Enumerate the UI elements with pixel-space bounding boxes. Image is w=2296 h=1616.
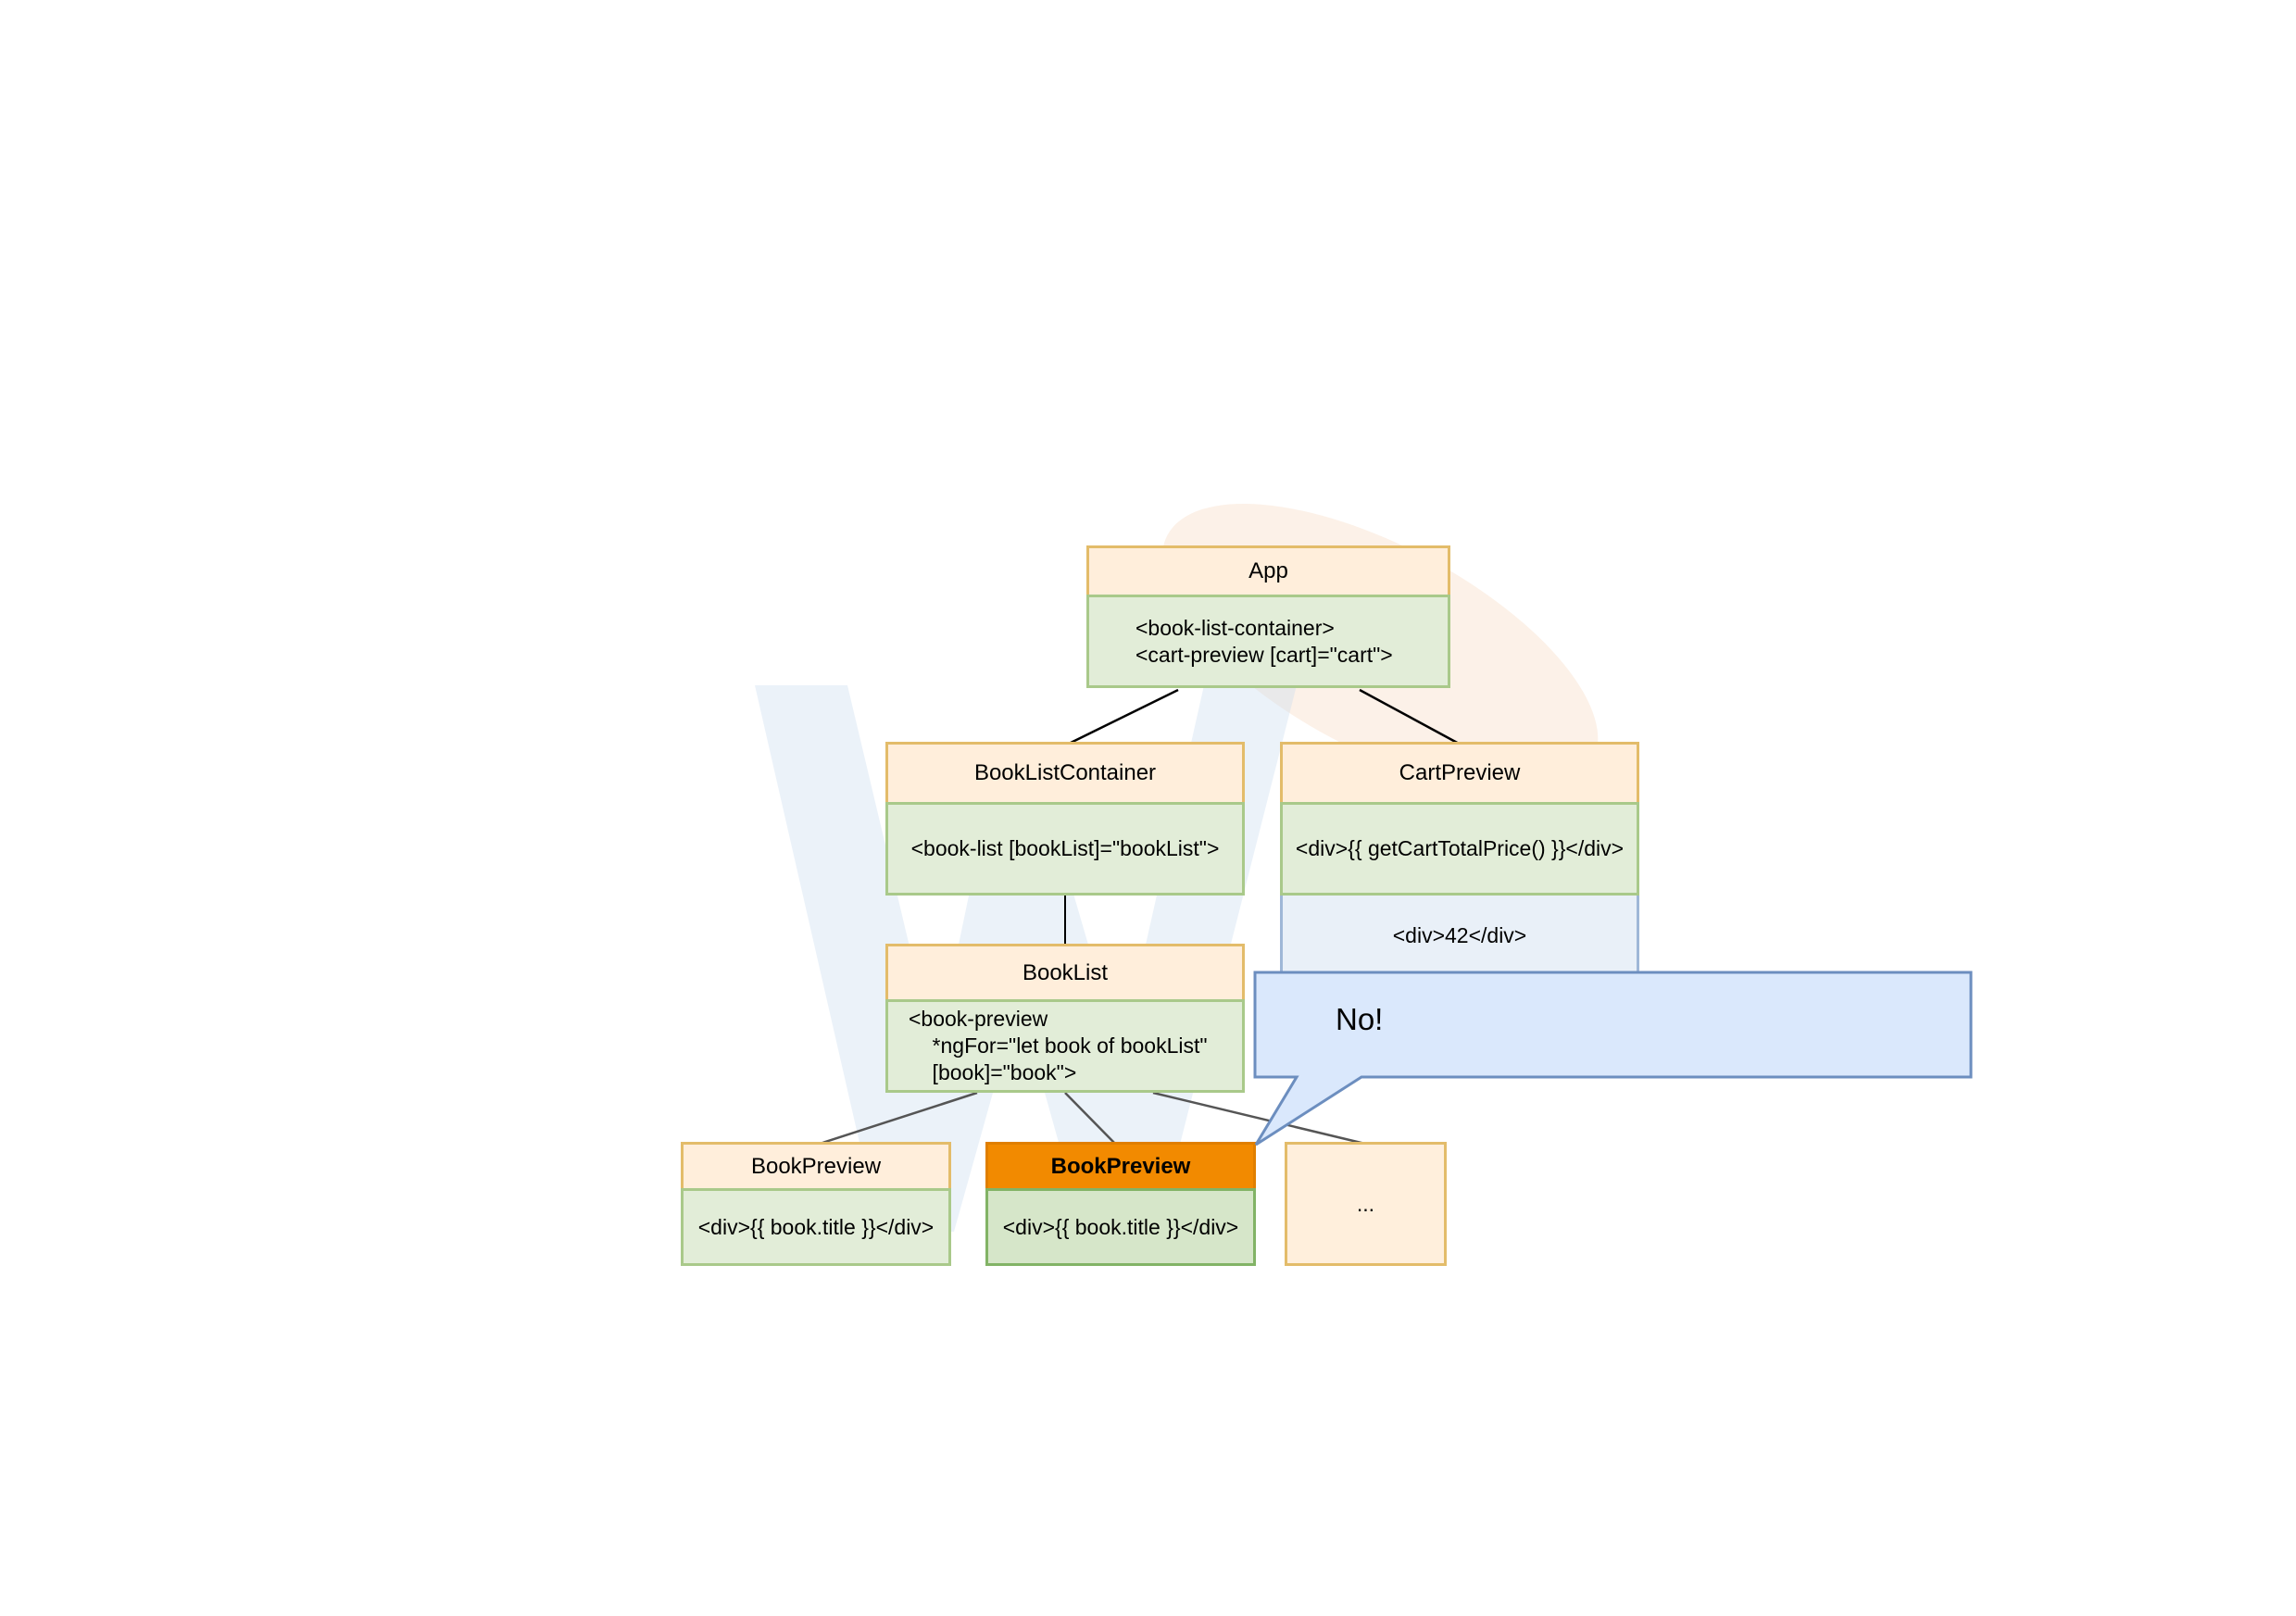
edge-app-cartpreview xyxy=(1359,688,1462,746)
booklistcontainer-template: <book-list [bookList]="bookList"> xyxy=(885,802,1245,896)
booklist-template: <book-preview *ngFor="let book of bookLi… xyxy=(885,999,1245,1093)
edge-booklist-bookpreview-2 xyxy=(1064,1092,1117,1146)
cartpreview-node: CartPreview <div>{{ getCartTotalPrice() … xyxy=(1280,742,1639,979)
edge-booklist-more xyxy=(1152,1091,1370,1146)
cartpreview-rendered-output: <div>42</div> xyxy=(1280,896,1639,979)
bookpreview-node-1: BookPreview <div>{{ book.title }}</div> xyxy=(681,1142,951,1266)
edge-booklist-bookpreview-1 xyxy=(816,1091,978,1146)
app-node: App <book-list-container> <cart-preview … xyxy=(1086,545,1450,688)
bookpreview-node-2-highlighted: BookPreview <div>{{ book.title }}</div> xyxy=(985,1142,1256,1266)
more-children-node: ... xyxy=(1285,1142,1447,1266)
app-title: App xyxy=(1086,545,1450,597)
cartpreview-title: CartPreview xyxy=(1280,742,1639,805)
bookpreview-1-template: <div>{{ book.title }}</div> xyxy=(681,1188,951,1266)
booklistcontainer-node: BookListContainer <book-list [bookList]=… xyxy=(885,742,1245,896)
booklist-node: BookList <book-preview *ngFor="let book … xyxy=(885,944,1245,1093)
callout-text: No! xyxy=(1336,1002,1384,1036)
cartpreview-template: <div>{{ getCartTotalPrice() }}</div> xyxy=(1280,802,1639,896)
app-template: <book-list-container> <cart-preview [car… xyxy=(1086,595,1450,688)
edge-app-booklistcontainer xyxy=(1066,688,1179,746)
bookpreview-2-template: <div>{{ book.title }}</div> xyxy=(985,1188,1256,1266)
